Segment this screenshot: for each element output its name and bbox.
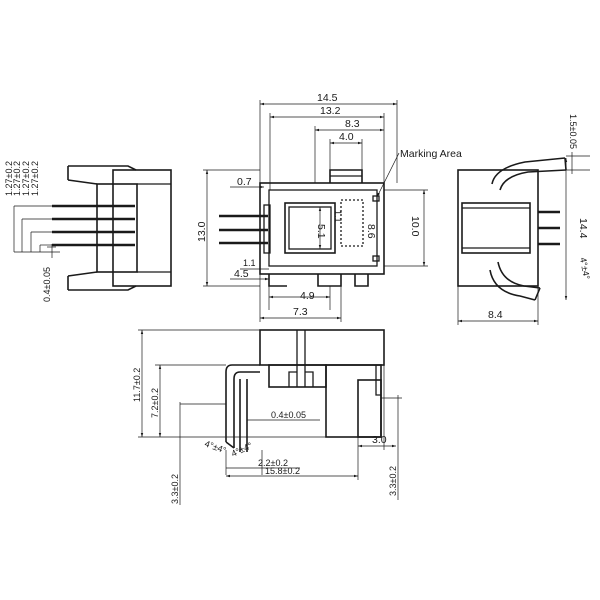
- dim-8-4: 8.4: [488, 309, 503, 321]
- pitch-dim-3: 1.27±0.2: [21, 161, 31, 196]
- pin-thickness-left: 0.4±0.05: [42, 267, 52, 302]
- dim-3-0: 3.0: [372, 434, 387, 446]
- dim-3-3-left: 3.3±0.2: [170, 474, 180, 504]
- dim-4-9: 4.9: [300, 290, 315, 302]
- dim-8-6: 8.6: [365, 224, 377, 239]
- dim-4-5: 4.5: [234, 268, 249, 280]
- dim-3-3-right: 3.3±0.2: [388, 466, 398, 496]
- dim-15-8: 15.8±0.2: [265, 466, 300, 476]
- dim-1-1-top: 1.1: [333, 210, 343, 223]
- right-side-view: 1.5±0.05 14.4 4°±4° 8.4: [457, 114, 592, 325]
- dim-2-2: 2.2±0.2: [258, 458, 288, 468]
- angle-b1: 4°±4°: [203, 438, 228, 455]
- right-view-pins: [538, 210, 560, 246]
- dim-13-0: 13.0: [196, 221, 208, 242]
- dim-1-1-bot: 1.1: [243, 258, 256, 268]
- dim-11-7: 11.7±0.2: [132, 368, 142, 402]
- bottom-view: 11.7±0.2 7.2±0.2 0.4±0.05 4°±4° 4°±4° 2.…: [132, 329, 402, 505]
- pitch-dim-4: 1.27±0.2: [30, 161, 40, 196]
- dim-1-5: 1.5±0.05: [568, 114, 578, 149]
- dim-14-4: 14.4: [577, 218, 589, 239]
- left-view-pins: [52, 204, 135, 247]
- dim-13-2: 13.2: [320, 105, 341, 117]
- dim-10-0: 10.0: [409, 216, 421, 237]
- dim-7-2: 7.2±0.2: [150, 388, 160, 418]
- front-view-pins: [219, 214, 268, 245]
- dim-0-7: 0.7: [237, 176, 252, 188]
- dim-4-0: 4.0: [339, 131, 354, 143]
- dim-5-1: 5.1: [315, 224, 327, 239]
- front-view: 14.5 13.2 8.3 4.0 Marking Area 0.7 13.0 …: [196, 92, 462, 322]
- pitch-dim-1: 1.27±0.2: [4, 161, 14, 196]
- pitch-dim-2: 1.27±0.2: [12, 161, 22, 196]
- dim-7-3: 7.3: [293, 306, 308, 318]
- dim-0-4-bottom: 0.4±0.05: [271, 410, 306, 420]
- angle-right: 4°±4°: [578, 257, 592, 281]
- marking-area-label: Marking Area: [400, 148, 462, 160]
- left-side-view: 1.27±0.2 1.27±0.2 1.27±0.2 1.27±0.2 0.4±…: [4, 161, 172, 302]
- dim-14-5: 14.5: [317, 92, 338, 104]
- dim-8-3: 8.3: [345, 118, 360, 130]
